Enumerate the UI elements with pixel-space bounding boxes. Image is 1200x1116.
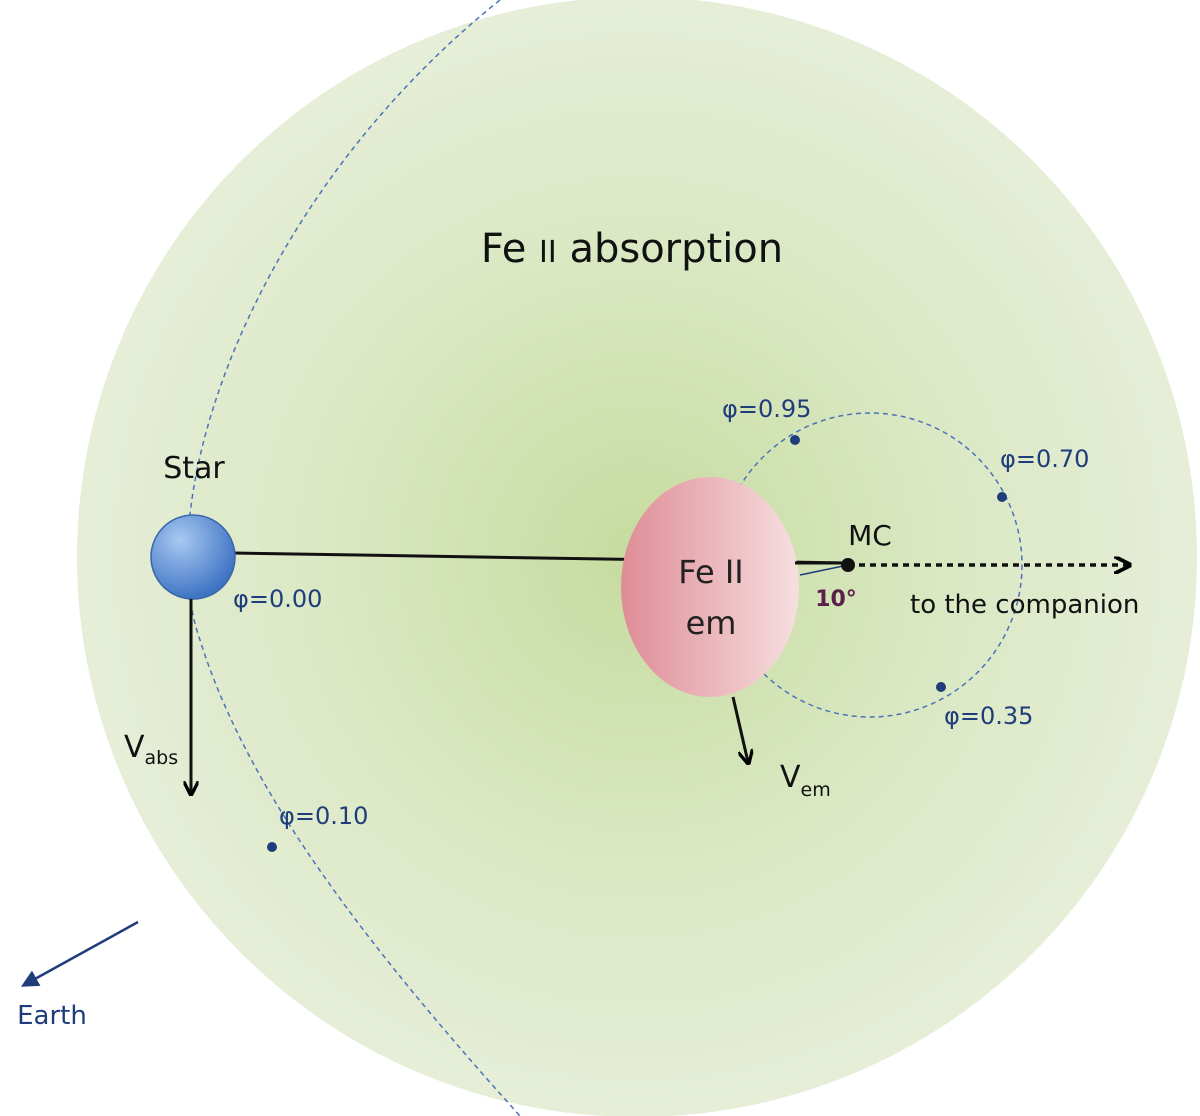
companion-label: to the companion bbox=[910, 590, 1139, 620]
phase-label-000: φ=0.00 bbox=[233, 585, 322, 613]
v-em-arrow bbox=[731, 696, 748, 762]
angle-label: 10° bbox=[815, 587, 857, 612]
phase-dot-010 bbox=[267, 842, 277, 852]
phase-label-010: φ=0.10 bbox=[279, 802, 368, 830]
phase-label-095: φ=0.95 bbox=[722, 395, 811, 423]
v-abs-label: Vabs bbox=[124, 730, 178, 769]
v-em-label: Vem bbox=[780, 760, 831, 801]
phase-dot-095 bbox=[790, 435, 800, 445]
emission-label-line2: em bbox=[686, 604, 737, 642]
phase-dot-070 bbox=[997, 492, 1007, 502]
mc-dot bbox=[841, 558, 855, 572]
star-label: Star bbox=[163, 451, 225, 486]
emission-region bbox=[621, 477, 799, 697]
phase-label-070: φ=0.70 bbox=[1000, 445, 1089, 473]
angle-line bbox=[799, 564, 849, 576]
earth-arrow bbox=[20, 920, 139, 987]
mc-label: MC bbox=[848, 519, 892, 552]
emission-label-line1: Fe II bbox=[678, 553, 743, 591]
earth-label: Earth bbox=[17, 1001, 87, 1031]
star-orbit bbox=[186, 0, 521, 1116]
diagram-title: Fe II absorption bbox=[481, 226, 783, 272]
star bbox=[150, 514, 236, 600]
phase-label-035: φ=0.35 bbox=[944, 702, 1033, 730]
phase-dot-035 bbox=[936, 682, 946, 692]
